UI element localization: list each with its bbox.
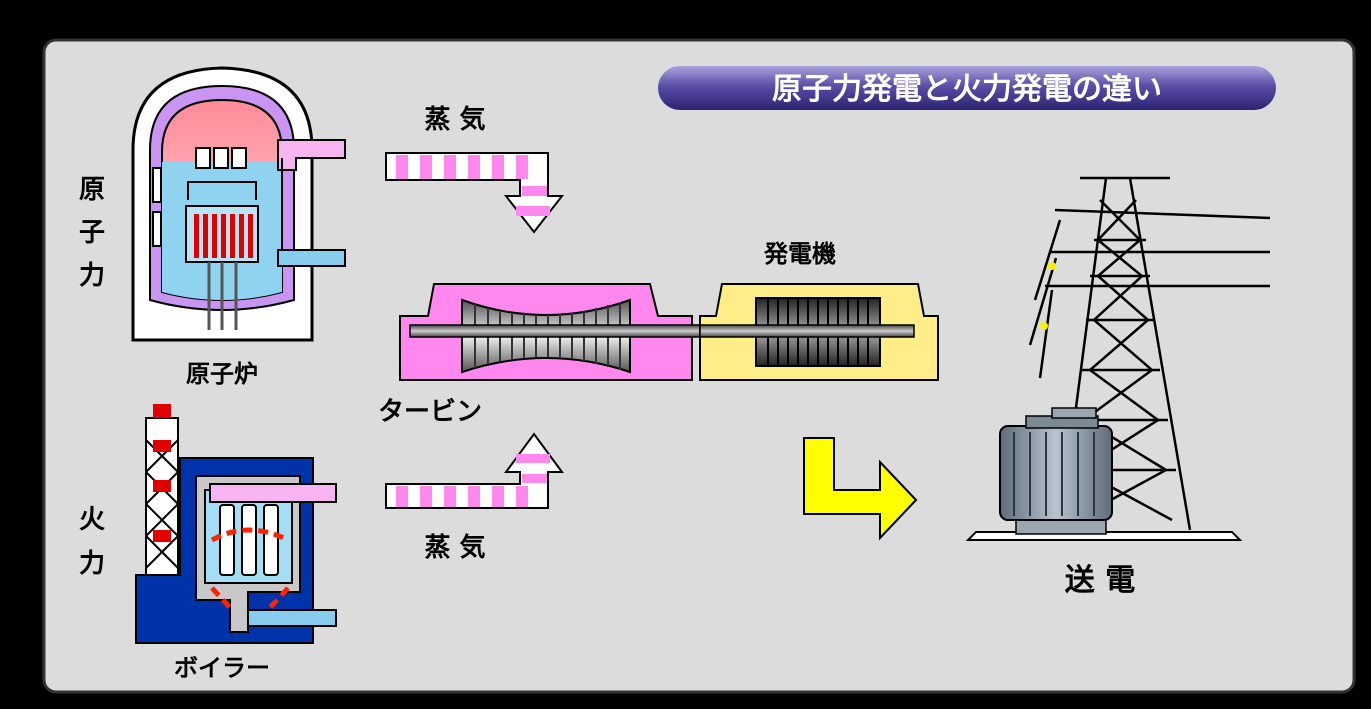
transformer-illustration	[965, 407, 1243, 541]
steam-label-bottom: 蒸 気	[424, 532, 485, 563]
reactor-label: 原子炉	[186, 360, 258, 388]
generator-illustration	[699, 283, 939, 381]
steam-arrow-bottom	[385, 432, 564, 509]
insulator-light-1	[1048, 262, 1056, 270]
nuclear-label-1: 原	[79, 175, 105, 205]
insulator-light-2	[1040, 322, 1048, 330]
boiler-label: ボイラー	[174, 654, 270, 682]
thermal-label-2: 力	[79, 549, 105, 579]
title-banner: 原子力発電と火力発電の違い	[658, 66, 1276, 110]
generator-label: 発電機	[763, 240, 836, 268]
steam-label-top: 蒸 気	[424, 104, 485, 135]
reactor-illustration	[131, 66, 346, 342]
turbine-label: タービン	[378, 397, 482, 427]
boiler-illustration	[135, 404, 337, 644]
nuclear-label-2: 子	[79, 218, 105, 248]
output-arrow	[803, 437, 918, 541]
thermal-label-1: 火	[79, 505, 105, 535]
transmission-label: 送 電	[1065, 563, 1135, 598]
title-text: 原子力発電と火力発電の違い	[772, 72, 1162, 107]
nuclear-label-3: 力	[79, 261, 105, 291]
steam-arrow-top	[385, 152, 565, 234]
